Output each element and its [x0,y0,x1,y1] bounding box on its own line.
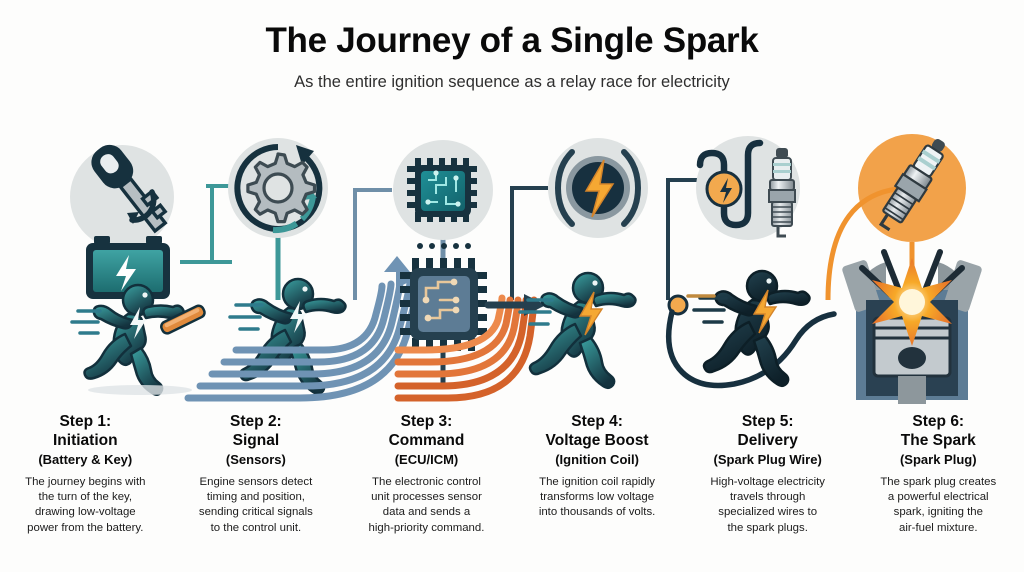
step-number: Step 3: [400,413,453,430]
step-description: The spark plug creates a powerful electr… [880,475,997,534]
piston-cylinder-spark-icon [842,249,982,404]
command-stream-lines [394,294,546,402]
step-subtitle: (ECU/ICM) [394,451,459,467]
step-subtitle: (Ignition Coil) [555,451,639,467]
step-name: The Spark [900,431,976,449]
orange-feed-line [825,185,913,301]
runner-icon [518,271,637,389]
step-name: Initiation [53,431,118,449]
runner-icon [686,269,811,387]
page-subtitle: As the entire ignition sequence as a rel… [294,72,730,91]
step-description: High-voltage electricity travels through… [710,475,825,534]
step-subtitle: (Spark Plug Wire) [713,451,822,467]
baton-icon [160,304,206,335]
step-number: Step 2: [230,413,282,430]
step-caption-4: Step 4: Voltage Boost (Ignition Coil) Th… [512,413,683,536]
step-subtitle: (Battery & Key) [38,451,133,467]
dot-row [417,243,471,249]
ignition-coil-icon [554,149,642,227]
step-captions-row: Step 1: Initiation (Battery & Key) The j… [0,413,1024,536]
microchip-icon [407,158,477,222]
gear-icon [246,152,317,224]
step-description: The journey begins with the turn of the … [25,475,146,534]
battery-icon [86,236,170,299]
step-number: Step 4: [571,413,623,430]
header: The Journey of a Single Spark As the ent… [0,21,1024,92]
step-3-ecu-group [393,140,493,351]
runner-with-baton-icon [70,283,206,396]
step-name: Delivery [737,431,798,449]
step-1-key-battery-group [70,144,206,396]
step-subtitle: (Spark Plug) [899,451,977,467]
step-description: The electronic control unit processes se… [368,475,485,534]
step-number: Step 6: [912,413,965,430]
step-caption-1: Step 1: Initiation (Battery & Key) The j… [0,413,171,536]
step-4-coil-group [518,138,648,389]
spark-plug-icon [878,138,945,232]
step-description: Engine sensors detect timing and positio… [198,475,313,534]
gear-rotation-icon [234,144,323,234]
step-name: Voltage Boost [545,431,649,449]
step-number: Step 1: [59,413,112,430]
step-number: Step 5: [741,413,794,430]
step-name: Signal [232,431,280,449]
step-5-wire-group [665,136,837,389]
spark-plug-wire-path [665,309,837,389]
step-caption-5: Step 5: Delivery (Spark Plug Wire) High-… [682,413,853,536]
step-6-spark-group [825,134,982,404]
step-caption-6: Step 6: The Spark (Spark Plug) The spark… [853,413,1024,536]
step-name: Command [388,431,465,449]
step-caption-2: Step 2: Signal (Sensors) Engine sensors … [171,413,342,536]
spark-plug-icon [768,148,796,238]
page-title: The Journey of a Single Spark [265,21,759,60]
ecu-chip-icon [400,258,487,351]
spark-plug-wire-icon [696,139,764,229]
step-subtitle: (Sensors) [225,451,286,467]
wire-node [667,294,689,316]
step-2-gear-group [228,138,347,395]
step-caption-3: Step 3: Command (ECU/ICM) The electronic… [341,413,512,536]
key-icon [91,144,168,234]
step-description: The ignition coil rapidly transforms low… [538,475,656,519]
